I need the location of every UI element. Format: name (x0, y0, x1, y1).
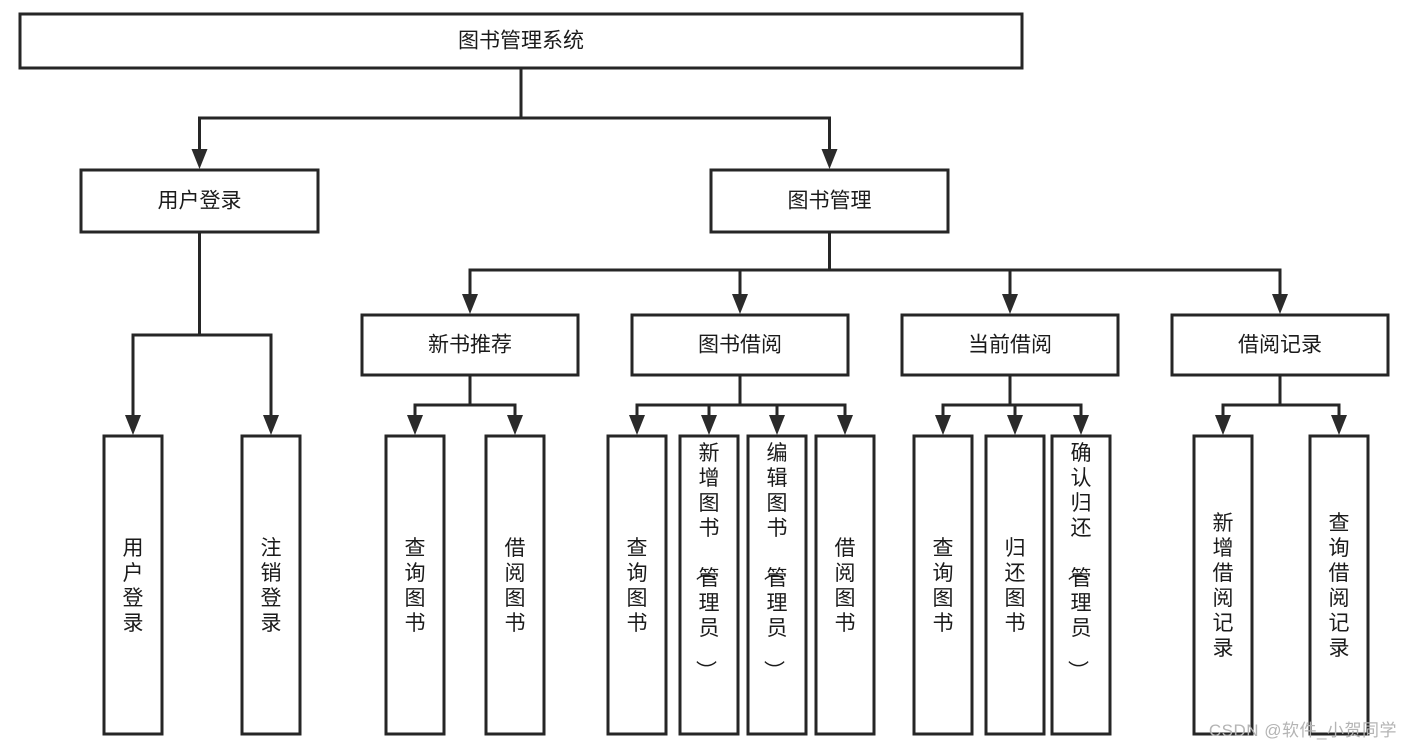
arrow-down-icon (1073, 415, 1089, 435)
node-box-leaf-query-record (1308, 434, 1370, 736)
arrow-down-icon (732, 294, 748, 314)
arrow-down-icon (1215, 415, 1231, 435)
node-box-leaf-add-book (678, 434, 740, 736)
arrow-down-icon (1002, 294, 1018, 314)
node-box-leaf-confirm-return (1050, 434, 1112, 736)
node-box-leaf-logout (240, 434, 302, 736)
node-leaf-user-login[interactable]: 用户登录 (102, 434, 164, 736)
node-label-leaf-user-login: 用户登录 (123, 537, 144, 635)
node-label-leaf-add-record: 新增借阅记录 (1213, 512, 1234, 660)
node-book-manage[interactable]: 图书管理 (709, 168, 950, 234)
arrow-down-icon (125, 415, 141, 435)
node-leaf-logout[interactable]: 注销登录 (240, 434, 302, 736)
node-box-leaf-user-login (102, 434, 164, 736)
node-label-leaf-query-book-1: 查询图书 (405, 537, 426, 635)
node-borrow-record[interactable]: 借阅记录 (1170, 313, 1390, 377)
node-label-leaf-borrow-book-1: 借阅图书 (505, 537, 526, 635)
node-box-leaf-borrow-book-2 (814, 434, 876, 736)
node-label-leaf-edit-book: 编辑图书（管理员） (762, 442, 788, 681)
node-label-book-borrow: 图书借阅 (698, 334, 782, 357)
node-current-borrow[interactable]: 当前借阅 (900, 313, 1120, 377)
node-leaf-borrow-book-2[interactable]: 借阅图书 (814, 434, 876, 736)
arrow-down-icon (191, 149, 208, 169)
arrow-down-icon (407, 415, 423, 435)
node-leaf-borrow-book-1[interactable]: 借阅图书 (484, 434, 546, 736)
node-box-leaf-return-book (984, 434, 1046, 736)
node-new-book-recommend[interactable]: 新书推荐 (360, 313, 580, 377)
node-label-leaf-query-book-2: 查询图书 (627, 537, 648, 635)
arrow-down-icon (769, 415, 785, 435)
node-box-book-manage (709, 168, 950, 234)
arrow-down-icon (462, 294, 478, 314)
node-leaf-query-book-1[interactable]: 查询图书 (384, 434, 446, 736)
node-label-leaf-return-book: 归还图书 (1005, 537, 1026, 635)
node-box-leaf-query-book-2 (606, 434, 668, 736)
node-box-borrow-record (1170, 313, 1390, 377)
arrow-down-icon (1331, 415, 1347, 435)
node-label-leaf-query-record: 查询借阅记录 (1329, 512, 1350, 660)
node-user-login[interactable]: 用户登录 (79, 168, 320, 234)
arrow-down-icon (837, 415, 853, 435)
node-box-leaf-borrow-book-1 (484, 434, 546, 736)
node-leaf-return-book[interactable]: 归还图书 (984, 434, 1046, 736)
node-label-root: 图书管理系统 (458, 30, 584, 53)
arrow-down-icon (701, 415, 717, 435)
node-label-leaf-borrow-book-2: 借阅图书 (835, 537, 856, 635)
node-leaf-query-book-3[interactable]: 查询图书 (912, 434, 974, 736)
node-box-current-borrow (900, 313, 1120, 377)
node-box-new-book-recommend (360, 313, 580, 377)
arrow-down-icon (1272, 294, 1288, 314)
node-label-new-book-recommend: 新书推荐 (428, 334, 512, 357)
node-root[interactable]: 图书管理系统 (18, 12, 1024, 70)
node-layer: 图书管理系统用户登录图书管理新书推荐图书借阅当前借阅借阅记录用户登录注销登录查询… (18, 12, 1390, 736)
arrow-down-icon (263, 415, 279, 435)
node-leaf-query-record[interactable]: 查询借阅记录 (1308, 434, 1370, 736)
arrow-down-icon (507, 415, 523, 435)
arrow-down-icon (1007, 415, 1023, 435)
node-label-book-manage: 图书管理 (788, 190, 872, 213)
node-leaf-query-book-2[interactable]: 查询图书 (606, 434, 668, 736)
node-book-borrow[interactable]: 图书借阅 (630, 313, 850, 377)
connector-layer (125, 66, 1347, 435)
node-label-leaf-query-book-3: 查询图书 (933, 537, 954, 635)
node-box-book-borrow (630, 313, 850, 377)
node-leaf-edit-book[interactable]: 编辑图书（管理员） (746, 434, 808, 736)
node-box-leaf-query-book-1 (384, 434, 446, 736)
arrow-down-icon (935, 415, 951, 435)
node-leaf-add-record[interactable]: 新增借阅记录 (1192, 434, 1254, 736)
node-box-root (18, 12, 1024, 70)
node-label-leaf-logout: 注销登录 (261, 537, 282, 635)
arrow-down-icon (821, 149, 838, 169)
node-label-leaf-add-book: 新增图书（管理员） (694, 442, 720, 681)
node-label-leaf-confirm-return: 确认归还（管理员） (1066, 442, 1092, 681)
node-leaf-confirm-return[interactable]: 确认归还（管理员） (1050, 434, 1112, 736)
node-label-borrow-record: 借阅记录 (1238, 334, 1322, 357)
node-box-leaf-query-book-3 (912, 434, 974, 736)
node-label-current-borrow: 当前借阅 (968, 334, 1052, 357)
node-leaf-add-book[interactable]: 新增图书（管理员） (678, 434, 740, 736)
arrow-down-icon (629, 415, 645, 435)
node-box-user-login (79, 168, 320, 234)
csdn-watermark: CSDN @软件_小贺同学 (1208, 721, 1397, 740)
node-label-user-login: 用户登录 (158, 190, 242, 213)
node-box-leaf-add-record (1192, 434, 1254, 736)
node-box-leaf-edit-book (746, 434, 808, 736)
